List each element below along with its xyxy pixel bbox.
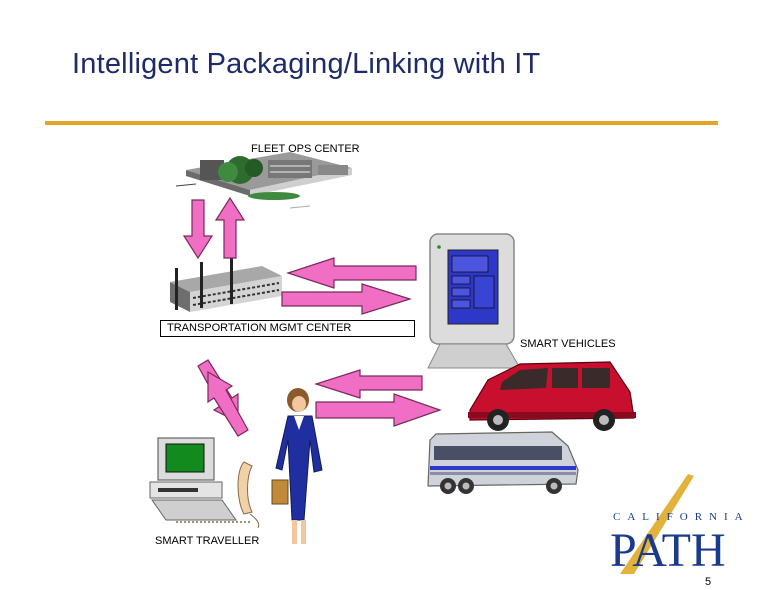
arrow-tmc-to-fleet bbox=[216, 198, 244, 258]
label-smart-traveller: SMART TRAVELLER bbox=[155, 535, 259, 547]
arrow-fleet-to-tmc bbox=[184, 200, 212, 258]
traveller-person-icon bbox=[272, 388, 322, 544]
desktop-computer-icon bbox=[150, 438, 236, 520]
label-fleet-ops: FLEET OPS CENTER bbox=[251, 143, 360, 155]
arrow-vehicles-to-traveller bbox=[316, 370, 422, 398]
info-terminal-icon bbox=[428, 234, 520, 368]
tmc-building-icon bbox=[170, 258, 282, 312]
logo-main-text: PATH bbox=[610, 524, 726, 577]
california-path-logo: CALIFORNIA PATH bbox=[610, 474, 750, 577]
arrow-traveller-to-vehicles bbox=[316, 394, 440, 426]
smart-vehicle-bus-icon bbox=[428, 432, 578, 494]
arrow-traveller-to-tmc bbox=[208, 372, 248, 436]
smart-vehicle-van-icon bbox=[468, 362, 636, 431]
logo-top-text: CALIFORNIA bbox=[613, 511, 750, 523]
arrow-terminal-to-tmc bbox=[288, 258, 416, 288]
label-smart-vehicles: SMART VEHICLES bbox=[520, 338, 616, 350]
label-tmc: TRANSPORTATION MGMT CENTER bbox=[160, 320, 415, 337]
page-number: 5 bbox=[705, 576, 711, 588]
arrow-tmc-to-terminal bbox=[282, 284, 410, 314]
